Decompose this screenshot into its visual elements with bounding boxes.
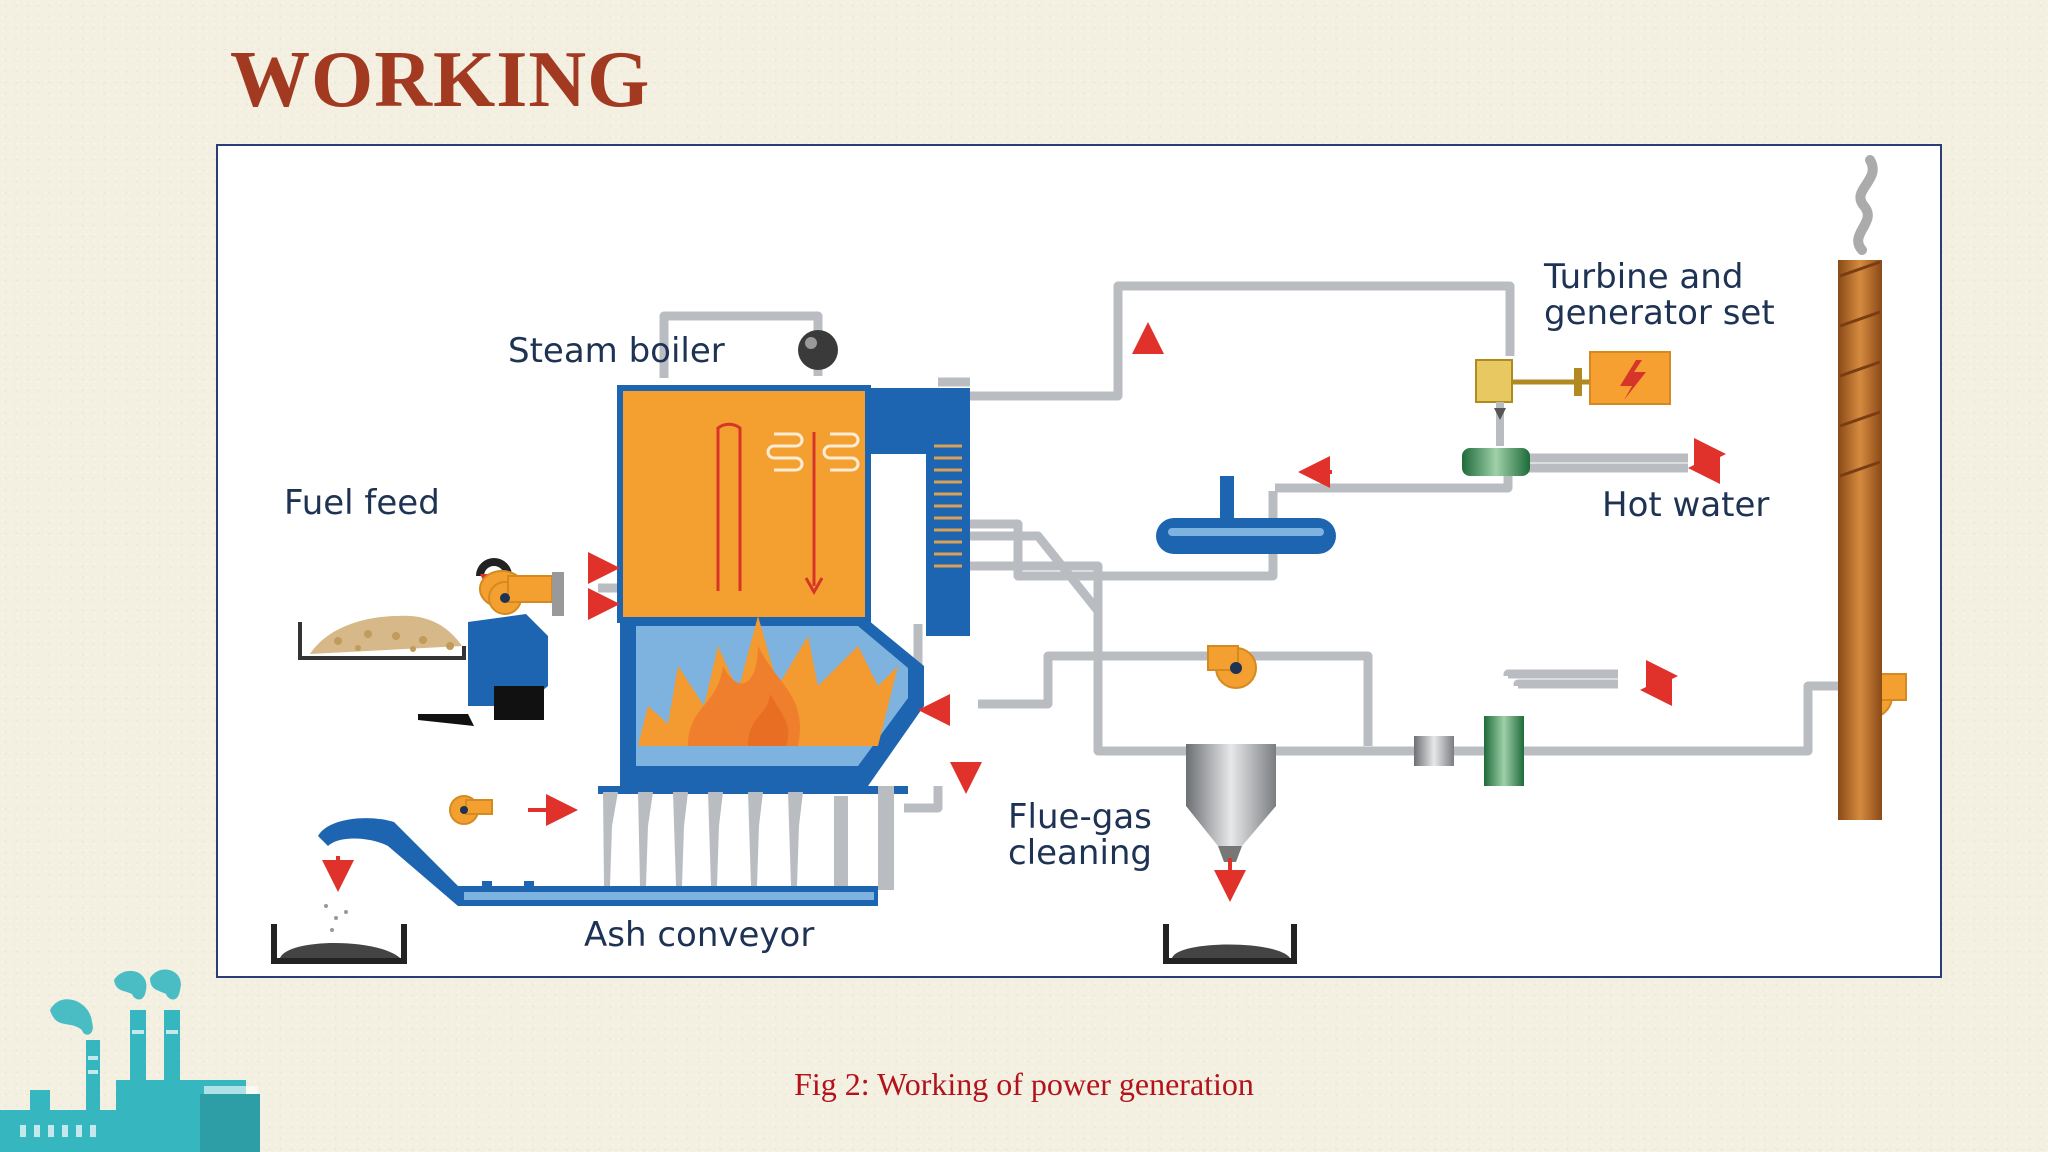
label-ash-conveyor: Ash conveyor [584,915,814,955]
fan-icon [479,570,553,615]
label-turbine-line2: generator set [1544,293,1775,333]
power-generation-diagram: Steam boiler Fuel feed Turbine and gener… [216,144,1942,978]
label-fuel-feed: Fuel feed [284,483,440,523]
lightning-icon [1620,360,1646,400]
hot-water-exchanger [1462,448,1530,476]
chimney [1838,155,1882,820]
factory-icon [0,969,260,1152]
ash-conveyor [318,818,878,906]
steam-boiler [617,330,970,636]
label-steam-boiler: Steam boiler [508,331,725,371]
ash-bin-left [271,856,407,964]
figure-caption: Fig 2: Working of power generation [794,1066,1254,1102]
label-turbine-line1: Turbine and [1543,257,1743,297]
steam-drum-icon [798,330,838,370]
label-hot-water: Hot water [1602,485,1769,525]
slide-title: WORKING [230,36,651,124]
ash-hoppers [598,786,908,890]
fuel-feed [298,558,548,726]
feedwater-tank [1156,476,1336,554]
furnace [620,616,924,786]
turbine-generator [1475,351,1671,446]
smoke-icon [1853,155,1878,255]
label-flue-gas-line1: Flue-gas [1008,797,1152,837]
label-flue-gas-line2: cleaning [1008,833,1152,873]
pipe-network [598,281,1858,813]
flow-arrows [528,322,1726,826]
flue-gas-cyclone [1163,744,1297,964]
